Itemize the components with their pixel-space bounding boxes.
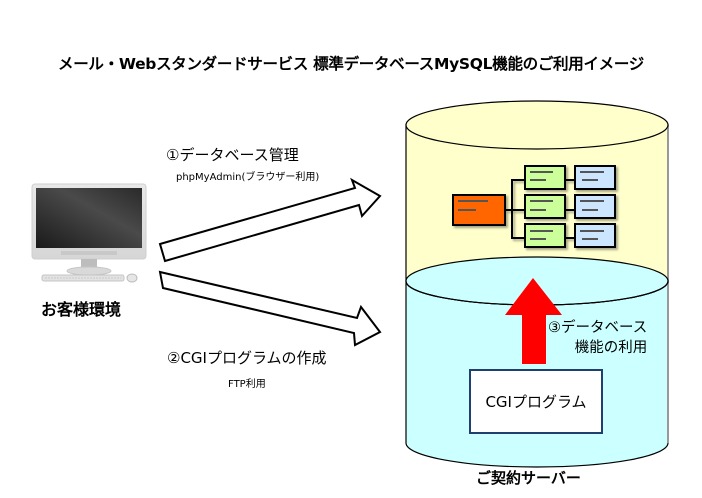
step3-label: ③データベース 機能の利用 xyxy=(548,318,647,358)
desktop-computer-icon xyxy=(31,183,147,283)
step3-label-line2: 機能の利用 xyxy=(574,340,648,356)
cgi-program-box: CGIプログラム xyxy=(469,369,603,434)
step1-sublabel: phpMyAdmin(ブラウザー利用) xyxy=(176,172,320,183)
server-label: ご契約サーバー xyxy=(476,469,581,487)
arrow-cgi-creation xyxy=(158,270,382,347)
database-schema-icon xyxy=(452,165,616,248)
page-title: メール・Webスタンダードサービス 標準データベースMySQL機能のご利用イメー… xyxy=(58,55,644,73)
arrow-database-usage xyxy=(505,278,562,364)
arrow-database-management xyxy=(158,177,382,263)
client-environment-label: お客様環境 xyxy=(40,300,121,319)
step1-label: ①データベース管理 xyxy=(166,146,299,164)
leaf-table xyxy=(574,223,616,248)
step2-label: ②CGIプログラムの作成 xyxy=(167,349,327,367)
cgi-program-label: CGIプログラム xyxy=(485,393,587,411)
child-table xyxy=(524,194,566,219)
leaf-table xyxy=(574,165,616,190)
child-table xyxy=(524,223,566,248)
child-table xyxy=(524,165,566,190)
step2-sublabel: FTP利用 xyxy=(228,379,266,390)
leaf-table xyxy=(574,194,616,219)
step3-label-line1: ③データベース xyxy=(548,320,648,336)
